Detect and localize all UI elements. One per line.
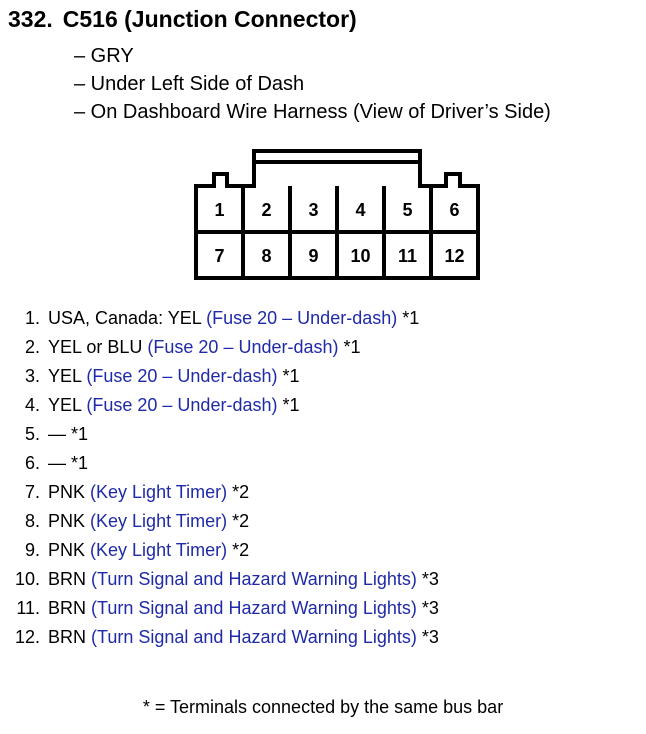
circuit-name: (Key Light Timer) <box>90 511 228 531</box>
pin-number: 11. <box>16 598 40 618</box>
wire-color: BRN <box>48 598 87 618</box>
pin-number: 1. <box>24 308 40 328</box>
pin-number: 4. <box>24 395 40 415</box>
bus-bar-note: *1 <box>343 337 361 357</box>
pin-number: 5. <box>24 424 40 444</box>
terminal-11: 11 <box>398 246 417 266</box>
wire-color: YEL <box>48 395 82 415</box>
terminal-9: 9 <box>308 246 318 266</box>
bus-bar-note: *2 <box>232 511 250 531</box>
wire-color: — <box>48 424 66 444</box>
pin-number: 7. <box>24 482 40 502</box>
connector-details: – GRY – Under Left Side of Dash – On Das… <box>74 42 551 126</box>
terminal-3: 3 <box>308 200 318 220</box>
terminal-10: 10 <box>350 246 370 266</box>
bus-bar-note: *1 <box>282 395 300 415</box>
wire-color: USA, Canada: YEL <box>48 308 202 328</box>
terminal-1: 1 <box>214 200 224 220</box>
pin-number: 6. <box>24 453 40 473</box>
detail-color: – GRY <box>74 45 134 67</box>
wire-color: BRN <box>48 569 87 589</box>
detail-location: – Under Left Side of Dash <box>74 73 305 95</box>
section-number: 332. <box>8 6 53 32</box>
circuit-name: (Fuse 20 – Under-dash) <box>86 366 278 386</box>
pin-number: 3. <box>24 366 40 386</box>
wire-color: — <box>48 453 66 473</box>
terminal-labels: 1 2 3 4 5 6 7 8 9 10 11 12 <box>214 200 464 266</box>
terminal-12: 12 <box>444 246 464 266</box>
pin-number: 2. <box>24 337 40 357</box>
circuit-name: (Fuse 20 – Under-dash) <box>86 395 278 415</box>
circuit-name: (Fuse 20 – Under-dash) <box>147 337 339 357</box>
terminal-5: 5 <box>402 200 412 220</box>
terminal-6: 6 <box>449 200 459 220</box>
bus-bar-note: *1 <box>71 453 89 473</box>
pin-number: 12. <box>14 627 40 647</box>
pin-number: 10. <box>14 569 40 589</box>
circuit-name: (Turn Signal and Hazard Warning Lights) <box>91 569 417 589</box>
bus-bar-note: *3 <box>421 569 439 589</box>
bus-bar-note: *3 <box>421 627 439 647</box>
connector-diagram: 1 2 3 4 5 6 7 8 9 10 11 12 <box>194 149 480 280</box>
terminal-8: 8 <box>261 246 271 266</box>
bus-bar-note: *2 <box>232 482 250 502</box>
wire-color: BRN <box>48 627 87 647</box>
circuit-name: (Turn Signal and Hazard Warning Lights) <box>91 598 417 618</box>
terminal-4: 4 <box>355 200 365 220</box>
circuit-name: (Key Light Timer) <box>90 540 228 560</box>
bus-bar-note: *1 <box>282 366 300 386</box>
detail-harness: – On Dashboard Wire Harness (View of Dri… <box>74 101 551 123</box>
circuit-name: (Fuse 20 – Under-dash) <box>206 308 398 328</box>
bus-bar-note: *3 <box>421 598 439 618</box>
bus-bar-note: *1 <box>71 424 89 444</box>
bus-bar-note: *2 <box>232 540 250 560</box>
circuit-name: (Turn Signal and Hazard Warning Lights) <box>91 627 417 647</box>
pin-number: 8. <box>24 511 40 531</box>
wire-color: PNK <box>48 540 86 560</box>
page-header: 332. C516 (Junction Connector) <box>8 6 357 33</box>
wire-color: PNK <box>48 511 86 531</box>
wire-color: YEL <box>48 366 82 386</box>
wire-color: YEL or BLU <box>48 337 143 357</box>
pin-number: 9. <box>24 540 40 560</box>
wire-color: PNK <box>48 482 86 502</box>
circuit-name: (Key Light Timer) <box>90 482 228 502</box>
terminal-2: 2 <box>261 200 271 220</box>
bus-bar-note: *1 <box>402 308 420 328</box>
footnote: * = Terminals connected by the same bus … <box>142 697 504 717</box>
column-dividers <box>241 186 433 278</box>
terminal-7: 7 <box>214 246 224 266</box>
connector-title: C516 (Junction Connector) <box>62 6 357 32</box>
connector-housing <box>194 149 480 280</box>
